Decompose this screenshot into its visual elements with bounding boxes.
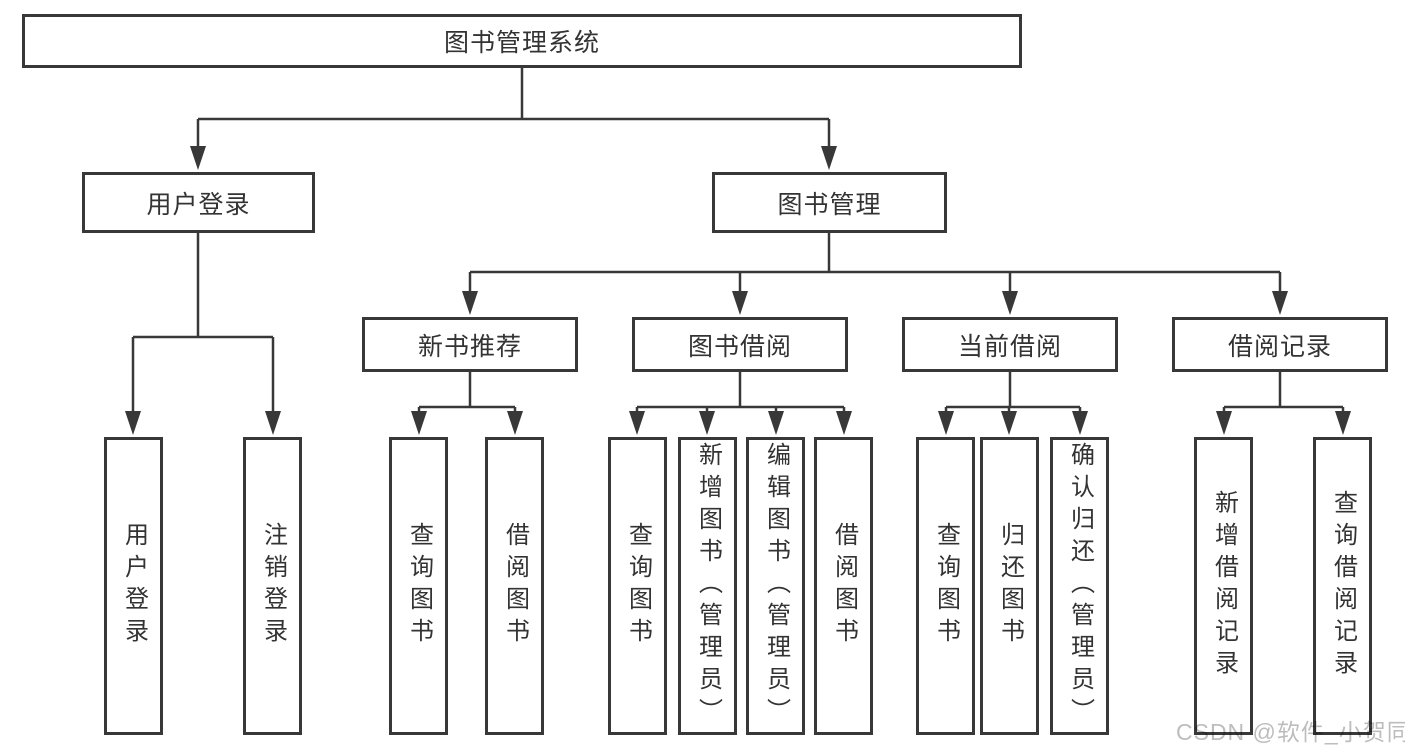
leaf-borrowing-borrow-book: 借阅图书 (814, 437, 873, 735)
leaf-logout: 注销登录 (243, 437, 302, 735)
leaf-confirm-return-admin: 确认归还（管理员） (1050, 437, 1109, 735)
leaf-current-query-book: 查询图书 (916, 437, 975, 735)
leaf-recommend-borrow-book: 借阅图书 (485, 437, 544, 735)
csdn-watermark: CSDN @软件_小贺同学 (1176, 719, 1405, 745)
leaf-query-borrow-record: 查询借阅记录 (1313, 437, 1372, 735)
node-new-book-recommendation: 新书推荐 (362, 317, 578, 372)
leaf-add-book-admin: 新增图书（管理员） (678, 437, 737, 735)
leaf-edit-book-admin: 编辑图书（管理员） (746, 437, 805, 735)
leaf-return-book: 归还图书 (980, 437, 1039, 735)
node-borrowing-records: 借阅记录 (1172, 317, 1388, 372)
node-library-management-system: 图书管理系统 (22, 14, 1022, 68)
node-book-borrowing: 图书借阅 (632, 317, 848, 372)
leaf-recommend-query-book: 查询图书 (389, 437, 448, 735)
leaf-user-login: 用户登录 (104, 437, 163, 735)
leaf-borrowing-query-book: 查询图书 (608, 437, 667, 735)
node-user-login-group: 用户登录 (82, 172, 315, 233)
leaf-add-borrow-record: 新增借阅记录 (1194, 437, 1253, 735)
node-book-management-group: 图书管理 (712, 172, 947, 233)
node-current-borrowing: 当前借阅 (902, 317, 1118, 372)
